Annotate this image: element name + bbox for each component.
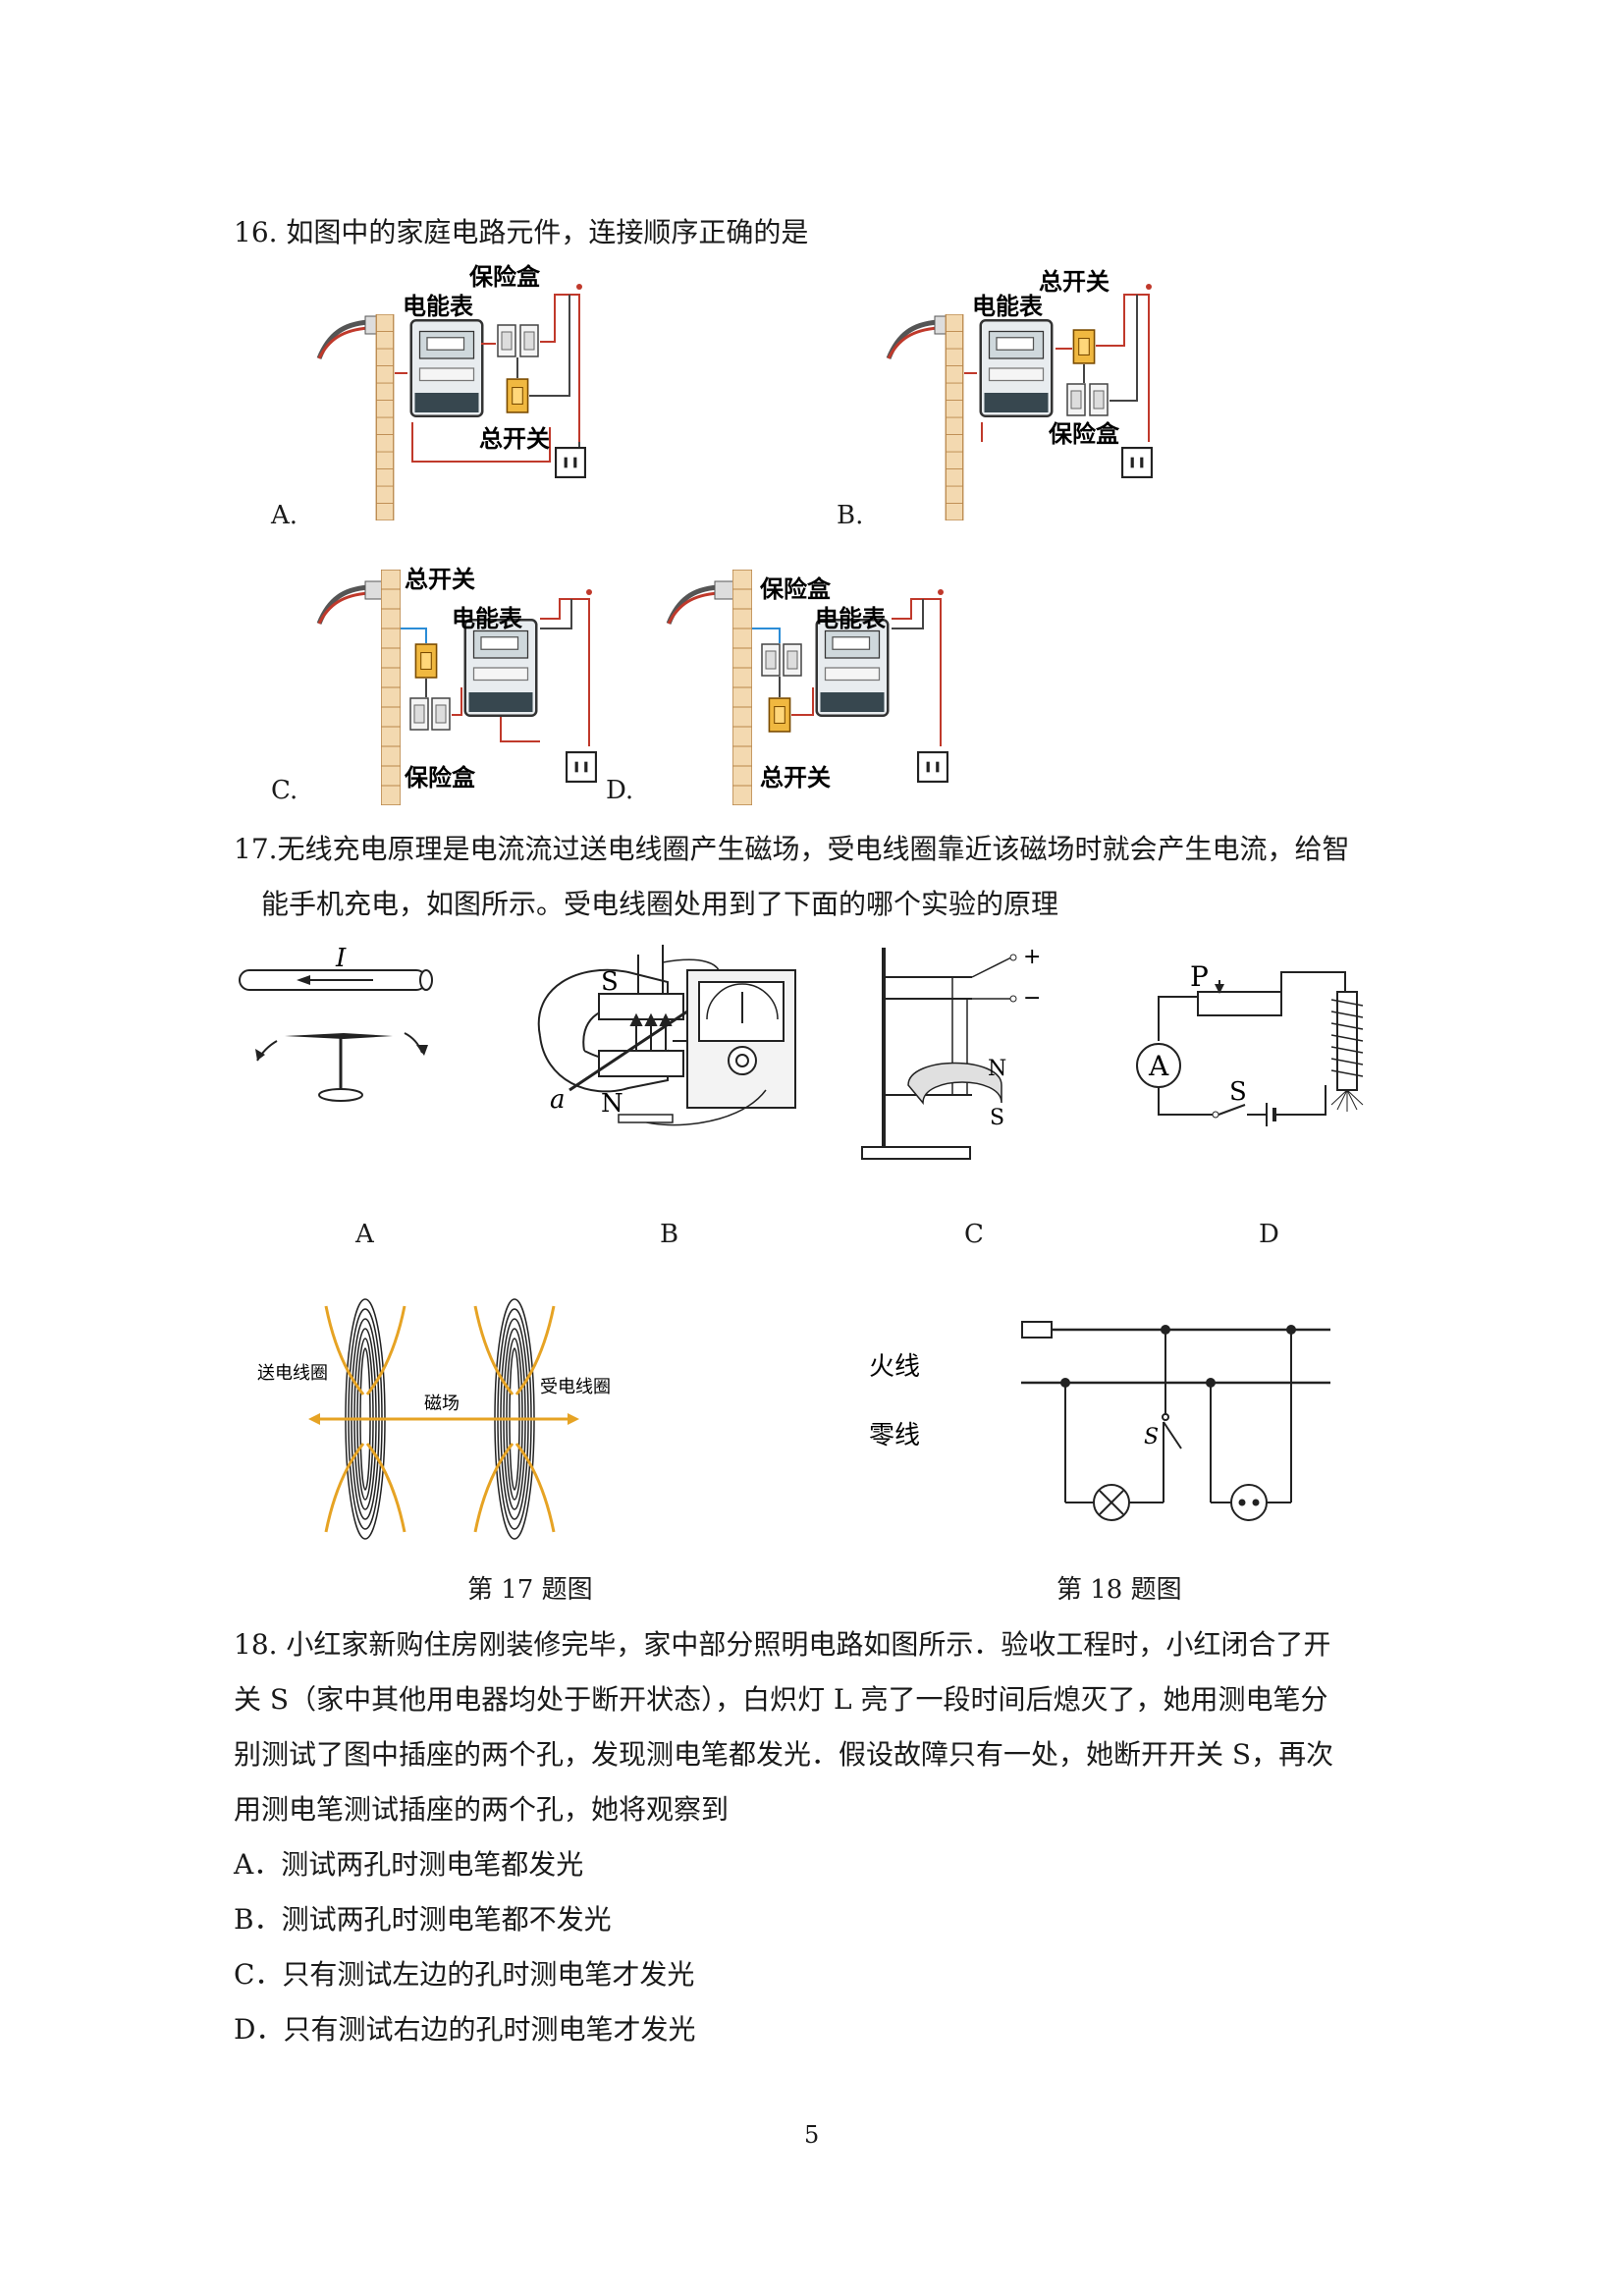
q16-option-c-letter: C.: [271, 776, 298, 805]
q18-stem-line4: 用测电笔测试插座的两个孔，她将观察到: [234, 1793, 730, 1826]
q18-stem-line2: 关 S（家中其他用电器均处于断开状态），白炽灯 L 亮了一段时间后熄灭了，她用测…: [234, 1683, 1328, 1716]
q18-option-b: B．测试两孔时测电笔都不发光: [234, 1903, 612, 1936]
q16-b-label-fuse: 保险盒: [1048, 420, 1120, 448]
q18-live-wire-label: 火线: [869, 1352, 920, 1382]
q17-stem-line1: 17.无线充电原理是电流流过送电线圈产生磁场，受电线圈靠近该磁场时就会产生电流，…: [234, 833, 1350, 865]
q17-b-south-label: S: [601, 967, 619, 997]
q17-option-d: D: [1259, 1220, 1279, 1249]
q16-a-label-switch: 总开关: [479, 425, 550, 453]
q18-switch-label: S: [1144, 1425, 1159, 1449]
q16-diagram-c: 总开关 电能表 保险盒: [314, 566, 597, 805]
q17-c-south-label: S: [990, 1106, 1004, 1130]
q16-d-label-meter: 电能表: [815, 605, 887, 632]
q16-c-label-switch: 总开关: [405, 566, 475, 593]
q17-d-ammeter-label: A: [1148, 1050, 1169, 1082]
q17-c-north-label: N: [988, 1057, 1006, 1081]
q17-stem-line2: 能手机充电，如图所示。受电线圈处用到了下面的哪个实验的原理: [261, 888, 1059, 920]
q17-option-a: A: [355, 1220, 374, 1249]
q17-b-a-label: a: [550, 1085, 566, 1115]
q18-option-c: C．只有测试左边的孔时测电笔才发光: [234, 1958, 695, 1991]
q16-option-b-letter: B.: [837, 501, 864, 530]
q17-caption: 第 17 题图: [467, 1575, 593, 1605]
q16-option-a-letter: A.: [271, 501, 298, 530]
q17-c-plus-label: +: [1023, 945, 1041, 969]
q17-a-current-label: I: [335, 944, 347, 973]
q16-d-label-switch: 总开关: [760, 764, 831, 792]
q18-circuit-figure: 火线 零线 S: [869, 1321, 1330, 1521]
q17-b-north-label: N: [601, 1089, 623, 1119]
q18-stem-line1: 18. 小红家新购住房刚装修完毕，家中部分照明电路如图所示．验收工程时，小红闭合…: [234, 1628, 1331, 1661]
q16-d-label-fuse: 保险盒: [759, 575, 832, 603]
q17-c-minus-label: −: [1023, 986, 1041, 1011]
q17-figure-a: I: [239, 944, 433, 1102]
q17-d-switch-label: S: [1229, 1077, 1247, 1107]
q16-b-label-meter: 电能表: [972, 293, 1044, 320]
q17-field-label: 磁场: [424, 1393, 460, 1414]
q16-c-label-fuse: 保险盒: [404, 764, 476, 792]
q16-diagram-b: 电能表 总开关 保险盒: [884, 268, 1153, 520]
q17-figure-c: + − N S: [861, 945, 1041, 1160]
q16-a-label-meter: 电能表: [403, 293, 474, 320]
q16-a-label-fuse: 保险盒: [468, 263, 541, 291]
q16-c-label-meter: 电能表: [452, 605, 523, 632]
q16-b-label-switch: 总开关: [1039, 268, 1110, 296]
q17-coil-receive-label: 受电线圈: [540, 1377, 611, 1397]
q17-option-b: B: [660, 1220, 679, 1249]
q18-stem-line3: 别测试了图中插座的两个孔，发现测电笔都发光．假设故障只有一处，她断开开关 S，再…: [234, 1738, 1334, 1771]
q17-figure-d: P A S: [1136, 960, 1364, 1126]
q17-figure-b: S N a b v: [537, 945, 796, 1126]
q16-diagram-a: 电能表 保险盒 总开关: [314, 263, 586, 520]
q17-d-p-label: P: [1190, 960, 1209, 993]
q18-neutral-wire-label: 零线: [869, 1421, 920, 1450]
q18-option-d: D．只有测试右边的孔时测电笔才发光: [234, 2013, 696, 2046]
q16-stem: 16. 如图中的家庭电路元件，连接顺序正确的是: [234, 216, 809, 248]
page-number: 5: [804, 2121, 820, 2149]
q18-option-a: A．测试两孔时测电笔都发光: [234, 1848, 584, 1881]
q17-coil-send-label: 送电线圈: [257, 1363, 328, 1384]
q17-coils-figure: 送电线圈 受电线圈 磁场: [257, 1298, 611, 1540]
q16-option-d-letter: D.: [606, 776, 634, 805]
q17-option-c: C: [964, 1220, 984, 1249]
q18-caption: 第 18 题图: [1056, 1575, 1182, 1605]
q16-diagram-d: 保险盒 电能表 总开关: [664, 570, 948, 805]
